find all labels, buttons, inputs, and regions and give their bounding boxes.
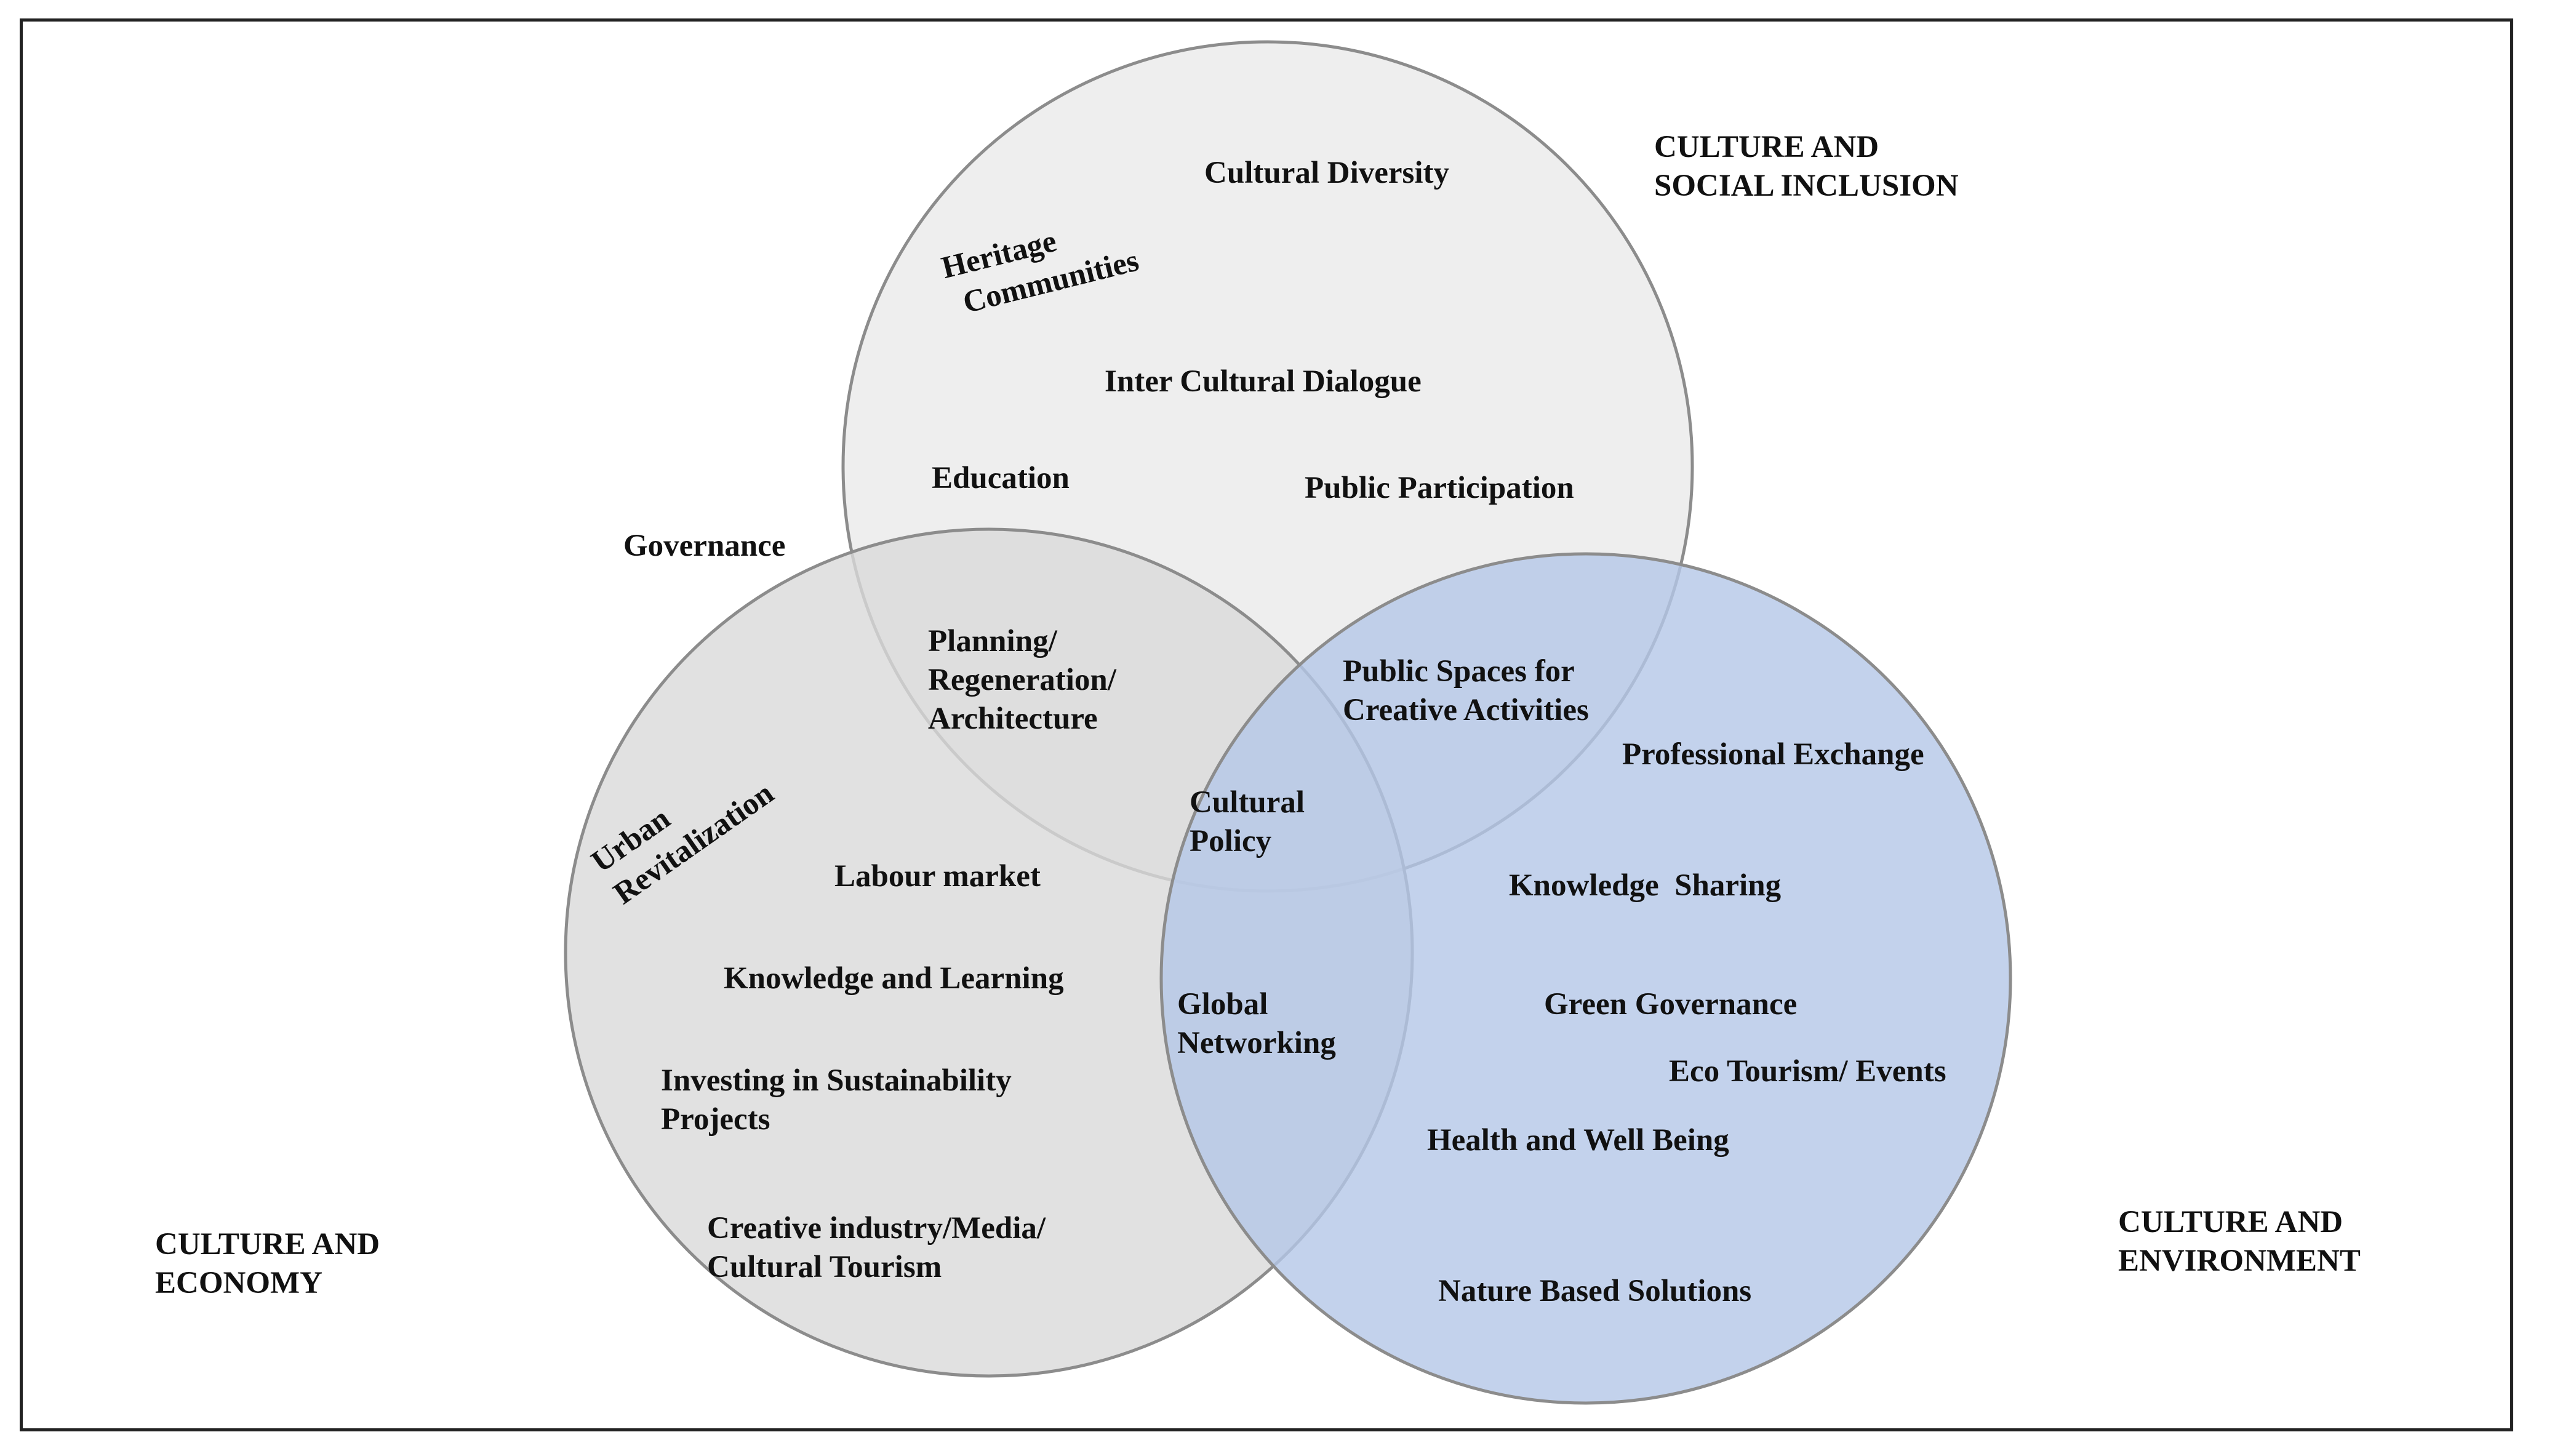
term-global-networking: Global Networking <box>1177 987 1336 1060</box>
term-line: Policy <box>1190 824 1271 858</box>
term-investing-in-sustainability-projects: Investing in Sustainability Projects <box>661 1063 1012 1137</box>
term-line: Investing in Sustainability <box>661 1063 1012 1098</box>
term-labour-market: Labour market <box>834 859 1041 894</box>
term-inter-cultural-dialogue: Inter Cultural Dialogue <box>1105 364 1422 399</box>
term-governance: Governance <box>623 529 785 563</box>
term-knowledge-sharing: Knowledge Sharing <box>1509 868 1781 903</box>
term-professional-exchange: Professional Exchange <box>1622 737 1924 772</box>
term-cultural-policy: Cultural Policy <box>1190 785 1305 858</box>
heading-culture-social-inclusion: CULTURE AND SOCIAL INCLUSION <box>1654 130 1959 203</box>
term-line: Networking <box>1177 1026 1336 1060</box>
term-planning-regeneration-architecture: Planning/ Regeneration/ Architecture <box>928 624 1117 736</box>
term-public-participation: Public Participation <box>1305 471 1574 505</box>
heading-culture-economy: CULTURE AND ECONOMY <box>155 1227 380 1300</box>
term-public-spaces-creative-activities: Public Spaces for Creative Activities <box>1343 654 1589 727</box>
term-line: Projects <box>661 1102 770 1137</box>
diagram-frame <box>20 18 2513 1431</box>
term-green-governance: Green Governance <box>1544 987 1797 1022</box>
term-line: Cultural Tourism <box>707 1250 942 1284</box>
term-eco-tourism-events: Eco Tourism/ Events <box>1669 1054 1946 1089</box>
heading-line: CULTURE AND <box>155 1227 380 1262</box>
term-health-and-well-being: Health and Well Being <box>1427 1123 1729 1158</box>
term-education: Education <box>932 461 1070 495</box>
heading-line: ECONOMY <box>155 1266 322 1300</box>
term-line: Global <box>1177 987 1268 1022</box>
term-line: Planning/ <box>928 624 1058 658</box>
heading-line: SOCIAL INCLUSION <box>1654 169 1959 203</box>
term-knowledge-and-learning: Knowledge and Learning <box>724 961 1064 996</box>
heading-culture-environment: CULTURE AND ENVIRONMENT <box>2118 1205 2361 1278</box>
term-line: Architecture <box>928 702 1098 736</box>
term-line: Public Spaces for <box>1343 654 1575 689</box>
heading-line: CULTURE AND <box>1654 130 1879 164</box>
heading-line: ENVIRONMENT <box>2118 1244 2361 1278</box>
term-line: Regeneration/ <box>928 663 1117 697</box>
term-line: Creative Activities <box>1343 693 1589 727</box>
heading-line: CULTURE AND <box>2118 1205 2343 1239</box>
term-creative-industry-media-cultural-tourism: Creative industry/Media/ Cultural Touris… <box>707 1211 1046 1284</box>
term-cultural-diversity: Cultural Diversity <box>1204 156 1449 190</box>
term-line: Cultural <box>1190 785 1305 820</box>
term-nature-based-solutions: Nature Based Solutions <box>1438 1274 1751 1308</box>
term-line: Creative industry/Media/ <box>707 1211 1046 1246</box>
environment-circle <box>1159 552 2012 1405</box>
